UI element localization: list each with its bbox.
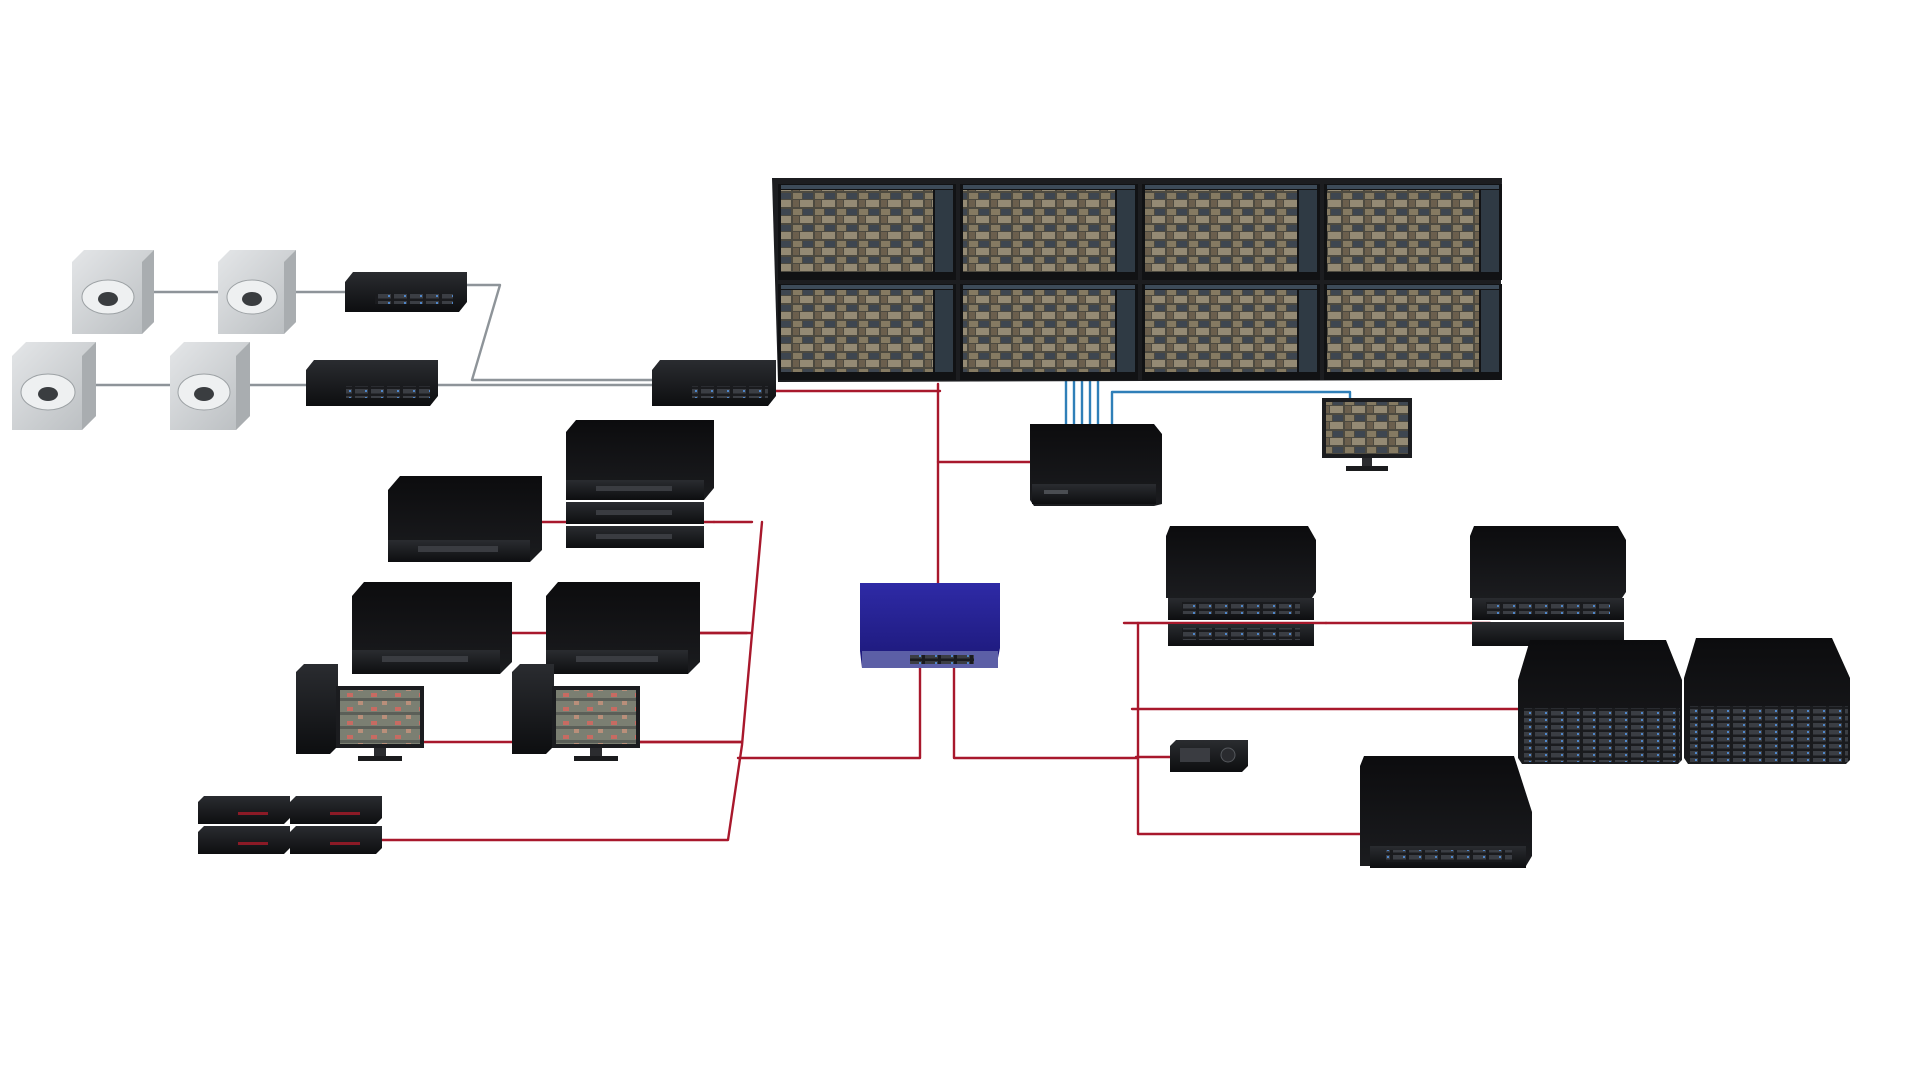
nvr-icon[interactable] xyxy=(352,582,512,674)
storage-arrays xyxy=(1518,638,1850,764)
video-encoder-icon[interactable] xyxy=(198,796,290,824)
network-link xyxy=(952,666,1140,760)
video-wall-panel[interactable] xyxy=(960,184,1138,280)
video-encoder-icon[interactable] xyxy=(290,826,382,854)
video-wall-panel[interactable] xyxy=(778,284,956,380)
core-switch-ports[interactable] xyxy=(910,655,974,664)
video-wall-panel[interactable] xyxy=(1324,284,1502,380)
workstations xyxy=(296,664,640,761)
left-recorders xyxy=(352,420,714,674)
network-switch-icon[interactable] xyxy=(345,272,467,312)
video-wall-panel[interactable] xyxy=(1142,184,1320,280)
monitor-icon[interactable] xyxy=(1322,398,1412,471)
network-switch-icon[interactable] xyxy=(652,360,776,406)
ip-cameras xyxy=(12,250,296,430)
video-encoders xyxy=(198,796,382,854)
dome-camera-icon[interactable] xyxy=(218,250,296,334)
workstation-icon[interactable] xyxy=(296,664,424,761)
network-link xyxy=(1136,621,1378,836)
display-link xyxy=(1110,390,1352,426)
video-wall-panel[interactable] xyxy=(778,184,956,280)
camera-link xyxy=(463,283,656,382)
dome-camera-icon[interactable] xyxy=(72,250,154,334)
dome-camera-icon[interactable] xyxy=(170,342,250,430)
workstation-icon[interactable] xyxy=(512,664,640,761)
video-wall-icon[interactable] xyxy=(772,178,1502,382)
network-link xyxy=(736,666,922,760)
dome-camera-icon[interactable] xyxy=(12,342,96,430)
video-encoder-icon[interactable] xyxy=(198,826,290,854)
nvr-icon[interactable] xyxy=(566,420,714,548)
ptz-keyboard-icon[interactable] xyxy=(1170,740,1248,772)
video-decoder-icon[interactable] xyxy=(1030,424,1162,506)
right-recorders xyxy=(1166,526,1626,868)
nvr-icon[interactable] xyxy=(1166,526,1316,646)
video-encoder-icon[interactable] xyxy=(290,796,382,824)
video-wall-panel[interactable] xyxy=(1142,284,1320,380)
nvr-icon[interactable] xyxy=(388,476,542,562)
nvr-icon[interactable] xyxy=(1470,526,1626,646)
video-wall-panel[interactable] xyxy=(1324,184,1502,280)
network-link xyxy=(380,520,764,842)
nvr-icon[interactable] xyxy=(1360,756,1532,868)
storage-array-icon[interactable] xyxy=(1518,640,1682,764)
video-wall-panel[interactable] xyxy=(960,284,1138,380)
video-wall-panels xyxy=(778,184,1502,380)
nvr-icon[interactable] xyxy=(546,582,700,674)
core-switch-icon[interactable] xyxy=(860,583,1000,668)
network-switch-icon[interactable] xyxy=(306,360,438,406)
storage-array-icon[interactable] xyxy=(1684,638,1850,764)
poe-switches xyxy=(306,272,776,406)
